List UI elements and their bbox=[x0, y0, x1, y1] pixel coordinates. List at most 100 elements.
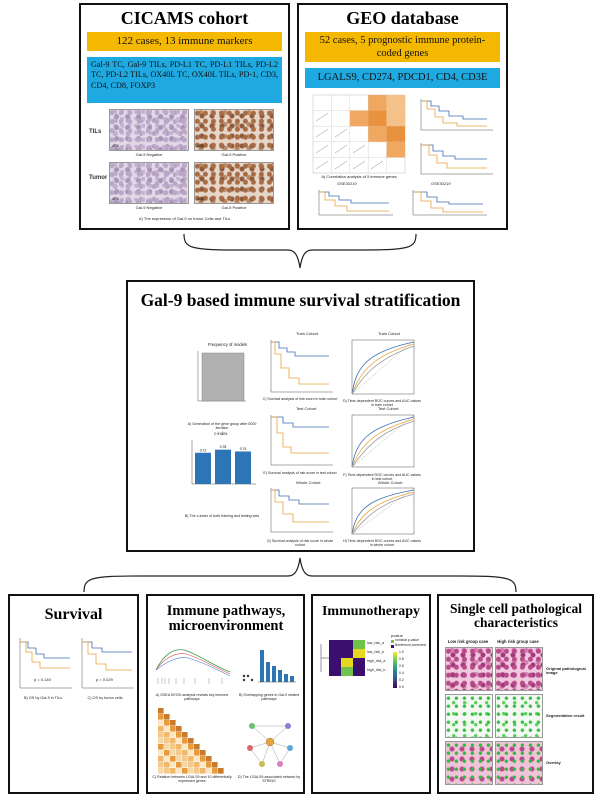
cohort-test-label: Test Cohort bbox=[296, 406, 317, 411]
heatmap-row-label: low_risk_b bbox=[367, 650, 384, 654]
heatmap-row-label: low_risk_a bbox=[367, 641, 384, 645]
correlation-cell bbox=[170, 768, 176, 774]
brace-bottom bbox=[83, 557, 517, 593]
cindex-value-label: 0.71 bbox=[200, 448, 207, 452]
heatmap-row-label: high_risk_b bbox=[367, 668, 386, 672]
correlation-cell bbox=[206, 768, 212, 774]
correlation-cell bbox=[158, 720, 164, 726]
correlation-cell bbox=[170, 720, 176, 726]
cindex-bar bbox=[235, 451, 251, 484]
correlation-cell bbox=[182, 768, 188, 774]
correlation-cell bbox=[182, 744, 188, 750]
legend-nominal: nominal p-value bbox=[395, 638, 419, 642]
mag-label: 40X bbox=[197, 196, 205, 201]
survival-caption-1: B) OS by Gal-9 in TILs bbox=[23, 696, 63, 700]
low-risk-label: Low risk group case bbox=[447, 639, 489, 644]
correlation-cell bbox=[170, 762, 176, 768]
correlation-cell bbox=[164, 762, 170, 768]
row-segmentation-label: Segmentation result bbox=[546, 713, 585, 718]
correlation-cell bbox=[188, 738, 194, 744]
correlation-cell bbox=[158, 714, 164, 720]
string-network bbox=[247, 723, 293, 767]
correlation-cell bbox=[176, 750, 182, 756]
corr-caption: A) Correlation analysis of 5 immune gene… bbox=[321, 174, 397, 179]
correlation-cell bbox=[206, 756, 212, 762]
correlation-cell bbox=[188, 756, 194, 762]
ihc-positive-label: Gal-9 Positive bbox=[221, 152, 247, 157]
segmentation-high bbox=[495, 694, 543, 738]
correlation-cell bbox=[200, 762, 206, 768]
original-image-low bbox=[445, 647, 493, 691]
roc-test-caption: F) Time-dependent ROC curves and AUC val… bbox=[343, 473, 421, 481]
correlation-cell bbox=[188, 762, 194, 768]
legend-nominal-swatch bbox=[391, 640, 394, 643]
ihc-tils-positive bbox=[194, 109, 274, 151]
cindex-caption: B) The c-index of both training and test… bbox=[184, 514, 260, 518]
overlay-low bbox=[445, 741, 493, 785]
correlation-triangle bbox=[158, 708, 224, 774]
geo-km-3 bbox=[318, 190, 393, 216]
roc-train bbox=[351, 339, 415, 395]
immunotherapy-panel: Immunotherapy low_risk_a low_risk_b high… bbox=[311, 594, 431, 794]
heatmap-row-label: high_risk_a bbox=[367, 659, 386, 663]
correlation-cell bbox=[164, 750, 170, 756]
correlation-cell bbox=[164, 738, 170, 744]
cindex-title: c-index bbox=[214, 431, 228, 436]
cohort-train-label: Train Cohort bbox=[296, 331, 319, 336]
stratification-title: Gal-9 based immune survival stratificati… bbox=[140, 290, 461, 310]
km-whole-caption: G) Survival analysis of risk score in wh… bbox=[266, 539, 334, 547]
geo-genes: LGALS9, CD274, PDCD1, CD4, CD3E bbox=[305, 68, 500, 88]
roc-train-caption: D) Time-dependent ROC curves and AUC val… bbox=[342, 399, 422, 407]
cohort-whole-label: Whole Cohort bbox=[296, 480, 321, 485]
geo-km-1 bbox=[420, 99, 493, 131]
correlation-cell bbox=[218, 768, 224, 774]
roc-whole-title: Whole Cohort bbox=[378, 480, 403, 485]
correlation-cell bbox=[158, 762, 164, 768]
correlation-cell bbox=[200, 750, 206, 756]
geo-dataset-label: GSE30219 bbox=[337, 181, 357, 186]
survival-panel: Survival p = 0.140 p = 0.029 B) OS by Ga… bbox=[8, 594, 139, 794]
immunotherapy-heatmap bbox=[320, 640, 365, 676]
colorbar-tick: 0.6 bbox=[399, 664, 404, 668]
row-overlay-label: Overlay bbox=[546, 760, 561, 765]
correlation-cell bbox=[194, 744, 200, 750]
correlation-cell bbox=[164, 714, 170, 720]
correlation-cell bbox=[170, 726, 176, 732]
km-train-caption: C) Survival analysis of risk score in tr… bbox=[262, 397, 338, 401]
roc-test-title: Test Cohort bbox=[378, 406, 399, 411]
colorbar-tick: 0.8 bbox=[399, 657, 404, 661]
frequency-plot bbox=[197, 351, 246, 402]
geo-panel: GEO database 52 cases, 5 prognostic immu… bbox=[297, 3, 508, 230]
km-test-caption: E) Survival analysis of risk score in te… bbox=[263, 471, 337, 475]
correlation-cell bbox=[200, 756, 206, 762]
correlation-cell bbox=[158, 726, 164, 732]
km-whole bbox=[270, 488, 333, 533]
correlation-cell bbox=[170, 750, 176, 756]
singlecell-panel: Single cell pathological characteristics… bbox=[437, 594, 594, 794]
correlation-cell bbox=[194, 756, 200, 762]
pathways-caption-a: A) GSEA KEGG analysis reveals key immune… bbox=[155, 693, 229, 701]
overlay-high bbox=[495, 741, 543, 785]
ihc-tumor-positive bbox=[194, 162, 274, 204]
pathways-caption-c: C) Relation between LGALS9 and 10 differ… bbox=[152, 775, 232, 783]
gsea-plot bbox=[155, 649, 231, 684]
correlation-cell bbox=[176, 738, 182, 744]
roc-test bbox=[351, 414, 415, 468]
correlation-cell bbox=[188, 768, 194, 774]
correlation-cell bbox=[182, 738, 188, 744]
geo-summary: 52 cases, 5 prognostic immune protein-co… bbox=[305, 32, 500, 62]
correlation-cell bbox=[194, 762, 200, 768]
mag-label: 40X bbox=[112, 196, 120, 201]
colorbar-tick: 0.0 bbox=[399, 685, 404, 689]
correlation-cell bbox=[188, 744, 194, 750]
correlation-cell bbox=[182, 756, 188, 762]
cindex-value-label: 0.78 bbox=[220, 445, 227, 449]
cicams-title: CICAMS cohort bbox=[120, 8, 249, 28]
colorbar-tick: 1.0 bbox=[399, 650, 404, 654]
cicams-summary: 122 cases, 13 immune markers bbox=[87, 32, 282, 51]
colorbar bbox=[393, 652, 397, 688]
roc-whole-caption: H) Time-dependent ROC curves and AUC val… bbox=[342, 539, 422, 547]
freq-caption: A) Generation of the gene group after 50… bbox=[187, 422, 257, 430]
correlation-cell bbox=[182, 750, 188, 756]
